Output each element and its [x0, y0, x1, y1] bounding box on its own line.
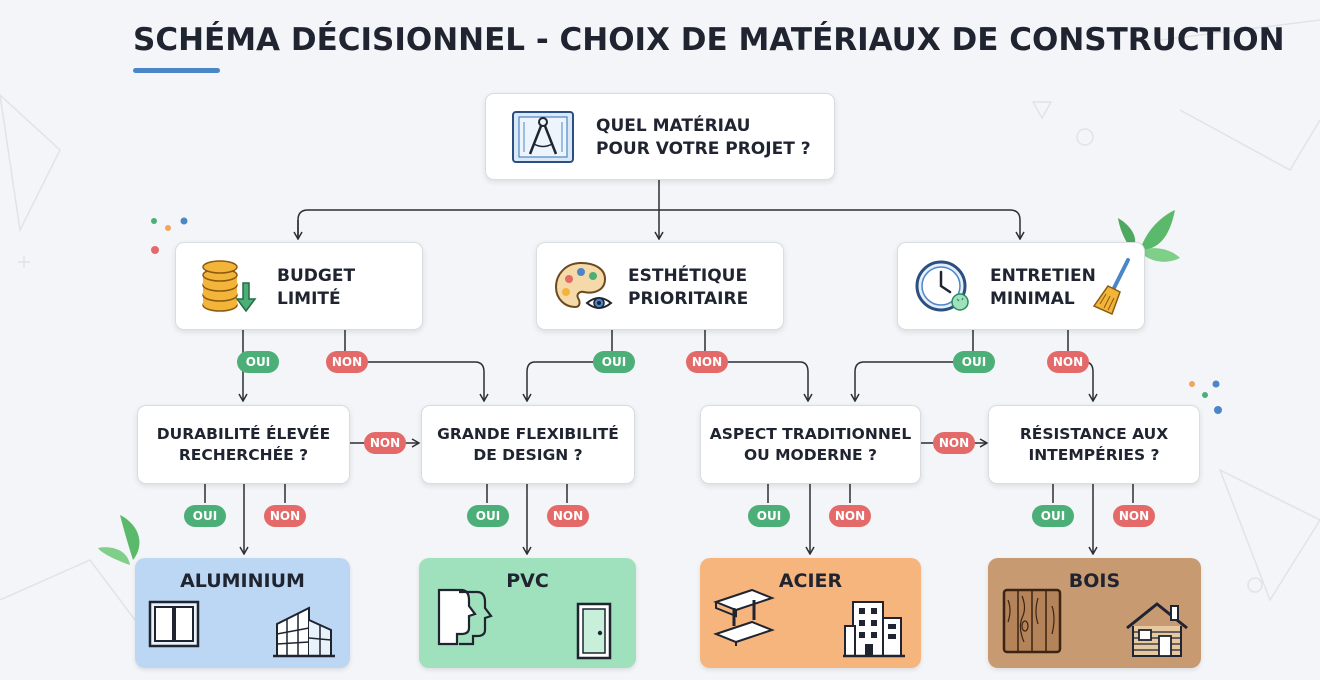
- question-box-durabilite: DURABILITÉ ÉLEVÉE RECHERCHÉE ?: [137, 405, 350, 484]
- coins-icon: [202, 260, 257, 313]
- question-durabilite-line1: DURABILITÉ ÉLEVÉE: [156, 424, 331, 443]
- badge-oui: OUI: [237, 351, 279, 373]
- question-durabilite-line2: RECHERCHÉE ?: [178, 445, 309, 464]
- badge-non: NON: [547, 505, 589, 527]
- criterion-budget-line1: BUDGET: [277, 266, 356, 286]
- page-title: SCHÉMA DÉCISIONNEL - CHOIX DE MATÉRIAUX …: [133, 22, 1285, 58]
- badge-non: NON: [264, 505, 306, 527]
- criterion-budget-line2: LIMITÉ: [277, 289, 341, 309]
- badge-non: NON: [1113, 505, 1155, 527]
- question-box-aspect: ASPECT TRADITIONNEL OU MODERNE ?: [700, 405, 921, 484]
- root-question-line1: QUEL MATÉRIAU: [596, 116, 751, 136]
- criterion-box-entretien: ENTRETIEN MINIMAL: [897, 242, 1145, 330]
- broom-icon: [1092, 258, 1130, 316]
- criterion-box-esthetique: ESTHÉTIQUE PRIORITAIRE: [536, 242, 784, 330]
- result-pvc-label: PVC: [506, 570, 549, 592]
- office-building-icon: [843, 601, 905, 658]
- criterion-entretien-line1: ENTRETIEN: [990, 266, 1096, 286]
- badge-non: NON: [326, 351, 368, 373]
- criterion-box-budget: BUDGET LIMITÉ: [175, 242, 423, 330]
- question-resistance-line2: INTEMPÉRIES ?: [1028, 445, 1160, 464]
- badge-oui: OUI: [467, 505, 509, 527]
- badge-oui: OUI: [593, 351, 635, 373]
- badge-non: NON: [933, 432, 975, 454]
- door-icon: [576, 602, 612, 660]
- root-question-line2: POUR VOTRE PROJET ?: [596, 139, 811, 159]
- result-bois-label: BOIS: [1068, 570, 1121, 592]
- result-acier-label: ACIER: [778, 570, 843, 592]
- blueprint-compass-icon: [512, 111, 574, 163]
- criterion-esthetique-line1: ESTHÉTIQUE: [628, 266, 748, 286]
- result-pvc: PVC: [419, 558, 636, 668]
- badge-non: NON: [1047, 351, 1089, 373]
- profile-faces-icon: [437, 588, 493, 646]
- question-box-resistance: RÉSISTANCE AUX INTEMPÉRIES ?: [988, 405, 1200, 484]
- criterion-esthetique-line2: PRIORITAIRE: [628, 289, 749, 309]
- title-underline: [133, 68, 220, 73]
- window-icon: [148, 600, 200, 648]
- wood-plank-icon: [1002, 588, 1062, 654]
- criterion-entretien-line2: MINIMAL: [990, 289, 1075, 309]
- result-acier: ACIER: [700, 558, 921, 668]
- result-aluminium-label: ALUMINIUM: [180, 570, 305, 592]
- wooden-house-icon: [1126, 602, 1188, 657]
- badge-oui: OUI: [184, 505, 226, 527]
- question-flexibilite-line2: DE DESIGN ?: [473, 445, 583, 464]
- badge-non: NON: [686, 351, 728, 373]
- question-resistance-line1: RÉSISTANCE AUX: [1019, 424, 1169, 443]
- clock-icon: [915, 260, 969, 312]
- question-flexibilite-line1: GRANDE FLEXIBILITÉ: [437, 424, 619, 443]
- badge-non: NON: [364, 432, 406, 454]
- question-aspect-line1: ASPECT TRADITIONNEL: [709, 424, 912, 443]
- glass-building-icon: [273, 606, 335, 658]
- result-bois: BOIS: [988, 558, 1201, 668]
- root-question-box: QUEL MATÉRIAU POUR VOTRE PROJET ?: [485, 93, 835, 180]
- badge-oui: OUI: [1032, 505, 1074, 527]
- leaf-decoration-left: [98, 515, 140, 565]
- badge-non: NON: [829, 505, 871, 527]
- result-aluminium: ALUMINIUM: [135, 558, 350, 668]
- question-box-flexibilite: GRANDE FLEXIBILITÉ DE DESIGN ?: [421, 405, 635, 484]
- badge-oui: OUI: [748, 505, 790, 527]
- steel-beam-icon: [713, 588, 775, 646]
- badge-oui: OUI: [953, 351, 995, 373]
- question-aspect-line2: OU MODERNE ?: [743, 445, 878, 464]
- palette-icon: [554, 261, 613, 309]
